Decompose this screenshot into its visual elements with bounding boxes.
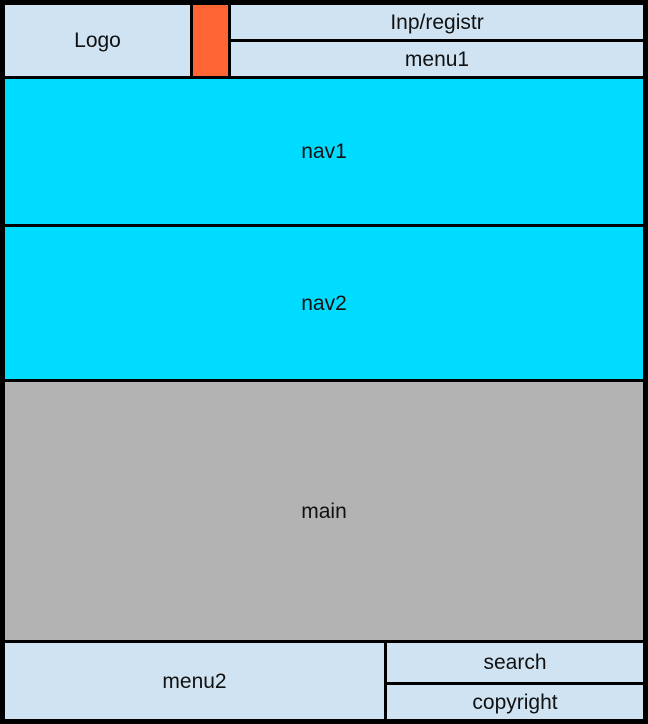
menu1-block: menu1 xyxy=(228,39,646,79)
search-block: search xyxy=(384,640,646,685)
nav2-block: nav2 xyxy=(2,224,646,382)
main-block: main xyxy=(2,379,646,643)
copyright-block: copyright xyxy=(384,682,646,722)
logo-block: Logo xyxy=(2,2,193,79)
nav1-block: nav1 xyxy=(2,76,646,227)
menu2-block: menu2 xyxy=(2,640,387,722)
login-register-block: Inp/registr xyxy=(228,2,646,42)
accent-block xyxy=(190,2,231,79)
